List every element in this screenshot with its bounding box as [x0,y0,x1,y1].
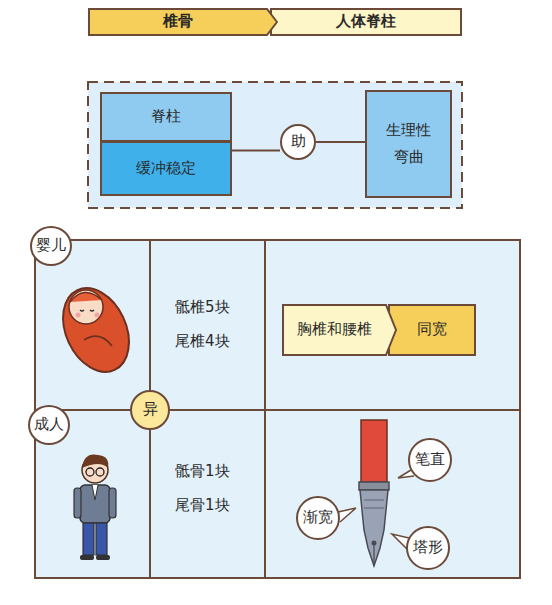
cell-text: 骶椎5块 [175,298,230,317]
node-text: 生理性 弯曲 [379,117,439,171]
band-box: 人体脊柱 [270,8,462,36]
speech-bubble: 渐宽 [296,496,340,540]
node-text: 缓冲稳定 [136,158,196,180]
pen-illustration [359,420,389,566]
table-frame [35,240,520,578]
cell-text: 尾骨1块 [175,496,230,515]
cell-text: 骶骨1块 [175,462,230,481]
node-text: 婴儿 [36,235,66,257]
node-text: 椎骨 [163,11,193,33]
node-text: 脊柱 [151,106,181,128]
dashed-panel [88,82,462,208]
label-circle: 成人 [28,405,70,445]
node-text: 人体脊柱 [336,11,396,33]
node-text: 笔直 [415,449,445,471]
speech-bubble: 笔直 [408,438,452,482]
band-box: 同宽 [388,304,476,356]
node-text: 胸椎和腰椎 [297,319,372,341]
process-box: 缓冲稳定 [100,141,232,196]
process-box: 脊柱 [100,92,232,142]
node-text: 助 [291,131,306,153]
node-text: 成人 [34,414,64,436]
arrow-band: 椎骨 [88,8,278,36]
cell-text: 尾椎4块 [175,332,230,351]
label-circle: 异 [130,390,170,430]
connector-circle: 助 [280,124,316,160]
label-circle: 婴儿 [30,226,72,266]
baby-illustration [50,277,142,382]
node-text: 异 [143,399,158,421]
node-text: 塔形 [413,537,443,559]
arrow-band: 胸椎和腰椎 [282,304,397,356]
process-box: 生理性 弯曲 [365,90,452,198]
adult-illustration [74,455,116,560]
connector-line [316,142,365,143]
speech-bubble: 塔形 [406,526,450,570]
node-text: 同宽 [417,319,447,341]
connector-line [232,150,280,151]
node-text: 渐宽 [303,507,333,529]
